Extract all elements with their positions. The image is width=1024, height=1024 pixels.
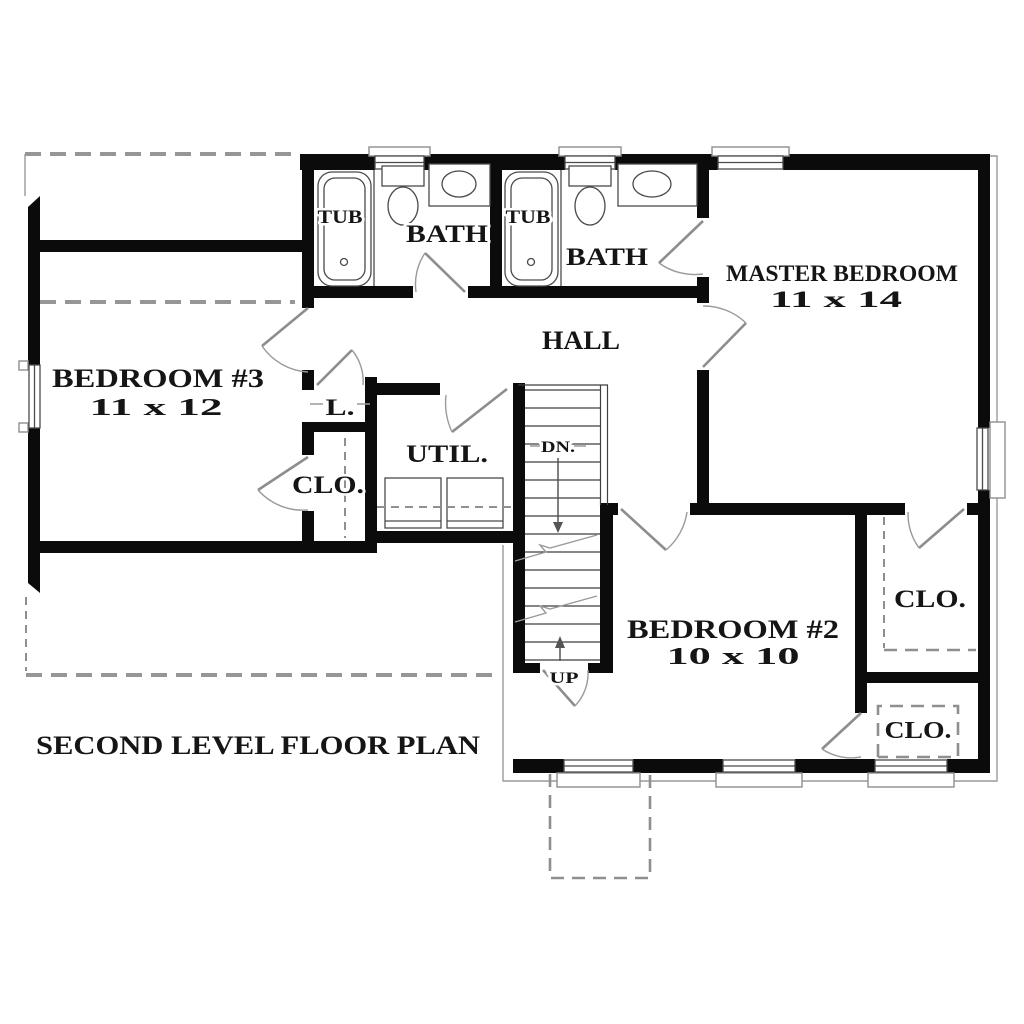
closet-rods bbox=[310, 403, 976, 759]
door-swing bbox=[316, 349, 364, 386]
roofline-dashed bbox=[24, 152, 500, 677]
dryer-icon bbox=[446, 477, 504, 529]
stair-label-up: UP bbox=[550, 670, 579, 687]
tub-icon bbox=[504, 171, 559, 287]
room-label-closet-master: CLO. bbox=[894, 586, 966, 613]
room-label-bath-1: BATH bbox=[406, 221, 489, 248]
window bbox=[867, 759, 955, 788]
door-swing bbox=[907, 508, 965, 549]
stair-break-line bbox=[514, 534, 598, 562]
staircase bbox=[514, 384, 609, 661]
door-swing bbox=[261, 306, 309, 373]
door-swing bbox=[414, 252, 466, 293]
room-label-closet-bedroom-2: CLO. bbox=[885, 718, 952, 744]
door-swing bbox=[542, 669, 589, 707]
windows bbox=[18, 146, 1006, 788]
room-label-hall: HALL bbox=[542, 326, 620, 355]
room-label-master-bedroom: MASTER BEDROOM bbox=[726, 261, 958, 286]
room-dimensions-bedroom-3: 11 x 12 bbox=[90, 395, 223, 421]
room-dimensions-master-bedroom: 11 x 14 bbox=[770, 287, 903, 312]
window bbox=[715, 759, 803, 788]
fixtures bbox=[317, 163, 698, 529]
door-swing bbox=[257, 455, 309, 511]
plan-title: SECOND LEVEL FLOOR PLAN bbox=[36, 731, 480, 760]
window bbox=[18, 360, 41, 433]
door-swing bbox=[658, 220, 704, 276]
washer-icon bbox=[384, 477, 442, 529]
sink-icon bbox=[617, 163, 698, 207]
room-label-utility: UTIL. bbox=[406, 441, 488, 468]
room-label-bath-2: BATH bbox=[566, 244, 649, 271]
door-swing bbox=[702, 305, 747, 368]
fixture-label-tub-2: TUB bbox=[506, 207, 551, 228]
walls bbox=[28, 154, 990, 773]
toilet-icon bbox=[381, 165, 425, 226]
exterior-face-line bbox=[502, 155, 998, 782]
doors bbox=[257, 220, 965, 759]
window bbox=[976, 421, 1006, 499]
labels: MASTER BEDROOM 11 x 14 BEDROOM #3 11 x 1… bbox=[34, 205, 969, 763]
window bbox=[711, 146, 790, 170]
room-label-linen-closet: L. bbox=[326, 395, 355, 420]
stair-break-line bbox=[514, 595, 598, 623]
stair-railing bbox=[599, 385, 609, 505]
room-label-closet-bedroom-3: CLO. bbox=[292, 472, 364, 499]
room-dimensions-bedroom-2: 10 x 10 bbox=[667, 644, 800, 670]
stair-label-down: DN. bbox=[541, 439, 575, 456]
chimney-dashed-outline bbox=[548, 774, 652, 880]
tub-icon bbox=[317, 171, 372, 287]
sink-icon bbox=[428, 163, 491, 207]
room-label-bedroom-2: BEDROOM #2 bbox=[627, 615, 839, 644]
room-label-bedroom-3: BEDROOM #3 bbox=[52, 364, 264, 393]
door-swing bbox=[620, 508, 688, 551]
toilet-icon bbox=[568, 165, 612, 226]
fixture-label-tub-1: TUB bbox=[318, 207, 363, 228]
door-swing bbox=[821, 712, 862, 759]
window bbox=[556, 759, 641, 788]
door-swing bbox=[444, 387, 508, 434]
